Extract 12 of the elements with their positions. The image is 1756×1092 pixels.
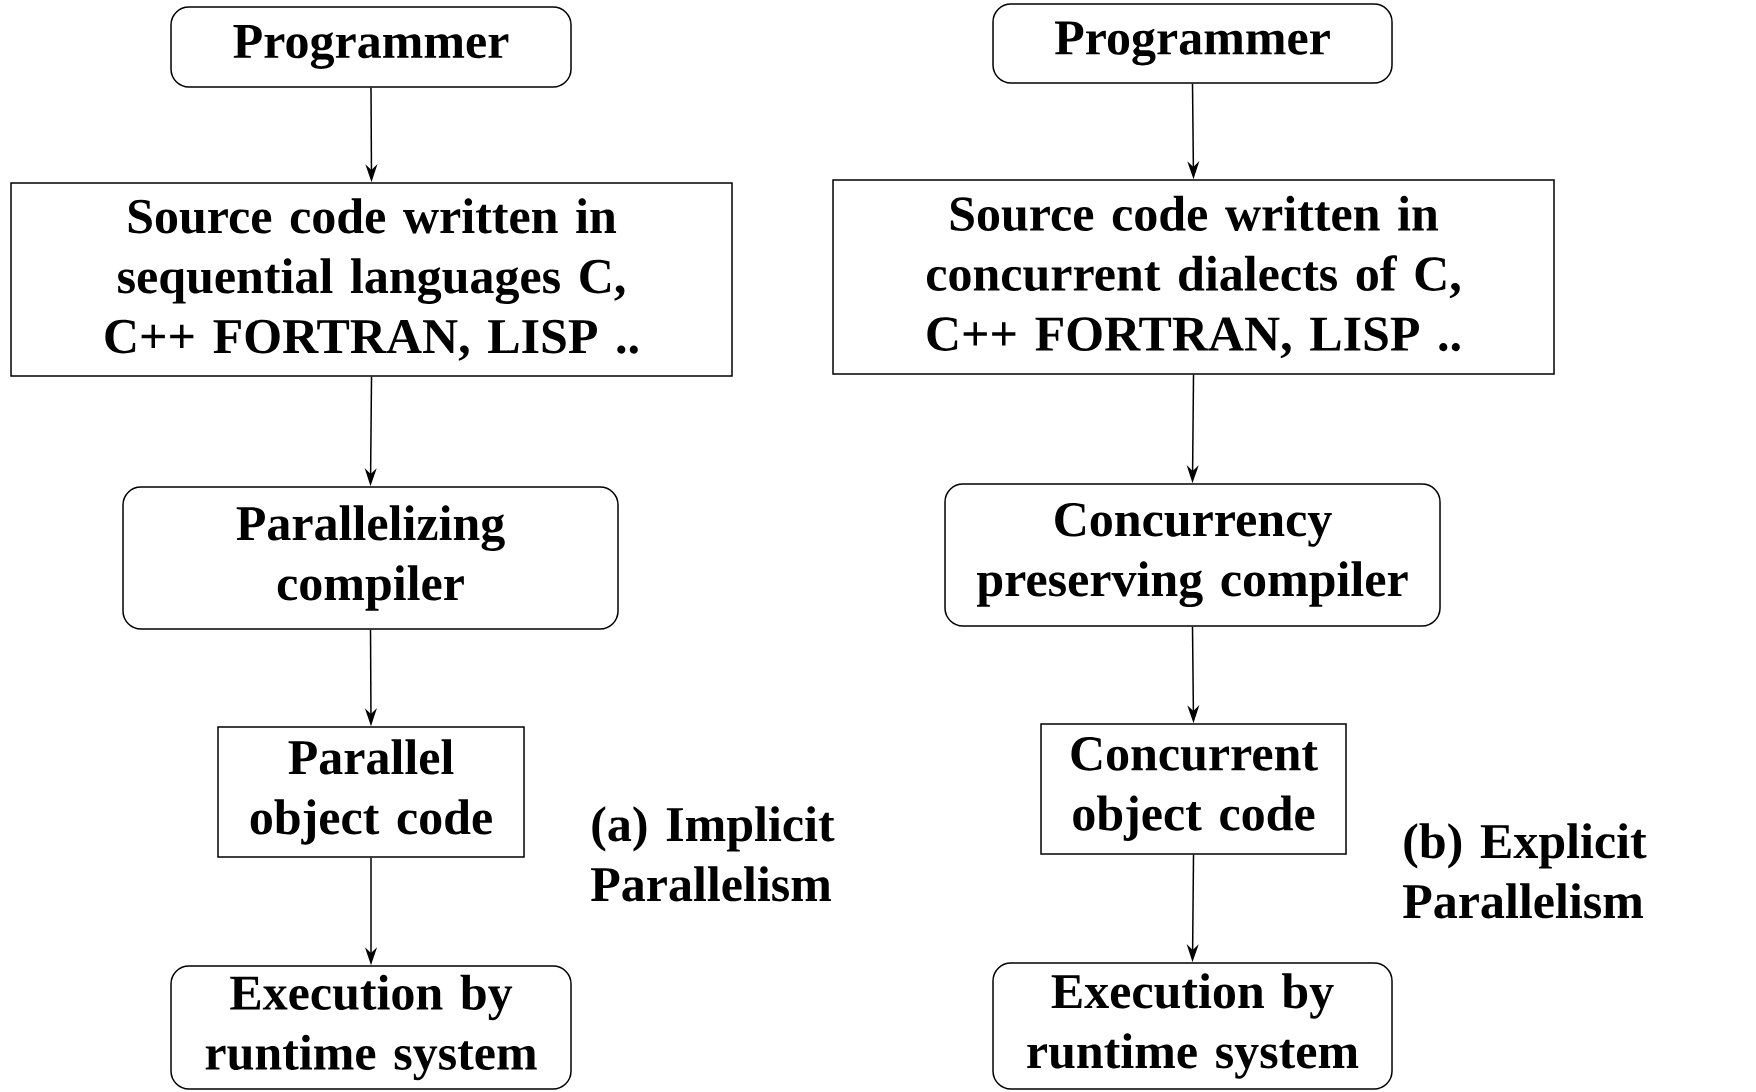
caption-label: (b) Explicit Parallelism [1403,823,1647,919]
compiler-box: Concurrency preserving compiler [944,483,1441,627]
object-code-box: Concurrent object code [1040,723,1347,855]
source-code-box: Source code written in concurrent dialects of C, C++ FORTRAN, LISP .. [832,179,1555,375]
execution-box: Execution by runtime system [170,965,572,1090]
programmer-box: Programmer [992,3,1393,84]
execution-box: Execution by runtime system [992,962,1393,1090]
caption-label: (a) Implicit Parallelism [591,806,835,902]
programmer-box: Programmer [170,6,572,88]
source-code-box: Source code written in sequential languages C, C++ FORTRAN, LISP .. [10,182,733,377]
object-code-box: Parallel object code [217,726,525,858]
compiler-box: Parallelizing compiler [122,486,619,630]
